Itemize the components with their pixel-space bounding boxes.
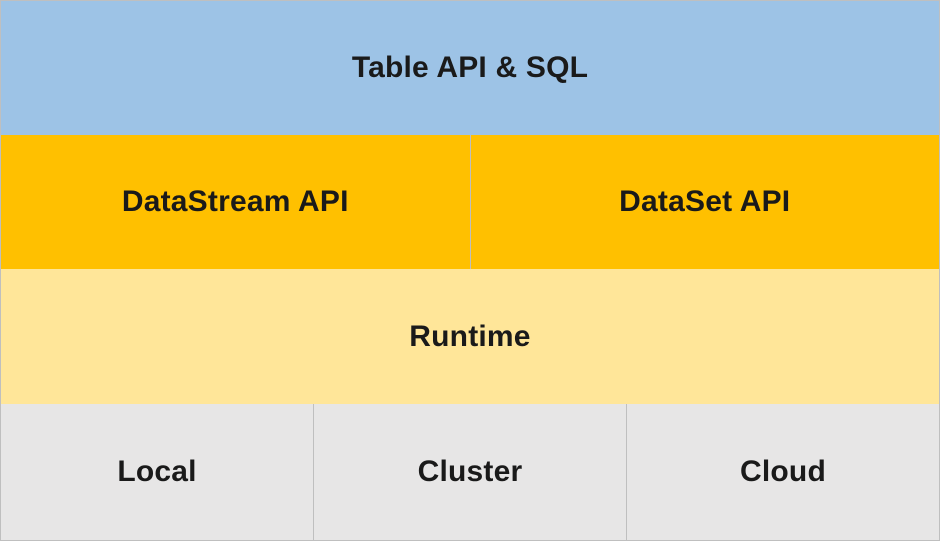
box-label: DataSet API [619, 185, 791, 218]
layer-core-apis: DataStream API DataSet API [0, 135, 940, 270]
box-dataset-api: DataSet API [470, 135, 940, 270]
box-cluster: Cluster [314, 404, 627, 541]
layer-table-api: Table API & SQL [0, 0, 940, 136]
box-label: Table API & SQL [351, 51, 589, 84]
box-label: Local [117, 455, 197, 488]
box-label: DataStream API [121, 185, 349, 218]
box-table-api-sql: Table API & SQL [0, 0, 940, 136]
box-label: Cloud [740, 455, 826, 488]
box-label: Cluster [417, 455, 523, 488]
box-local: Local [0, 404, 314, 541]
box-datastream-api: DataStream API [0, 135, 471, 270]
box-runtime: Runtime [0, 269, 940, 405]
layer-runtime: Runtime [0, 269, 940, 405]
box-label: Runtime [409, 319, 531, 353]
layer-deployment: Local Cluster Cloud [0, 404, 940, 541]
box-cloud: Cloud [627, 404, 940, 541]
